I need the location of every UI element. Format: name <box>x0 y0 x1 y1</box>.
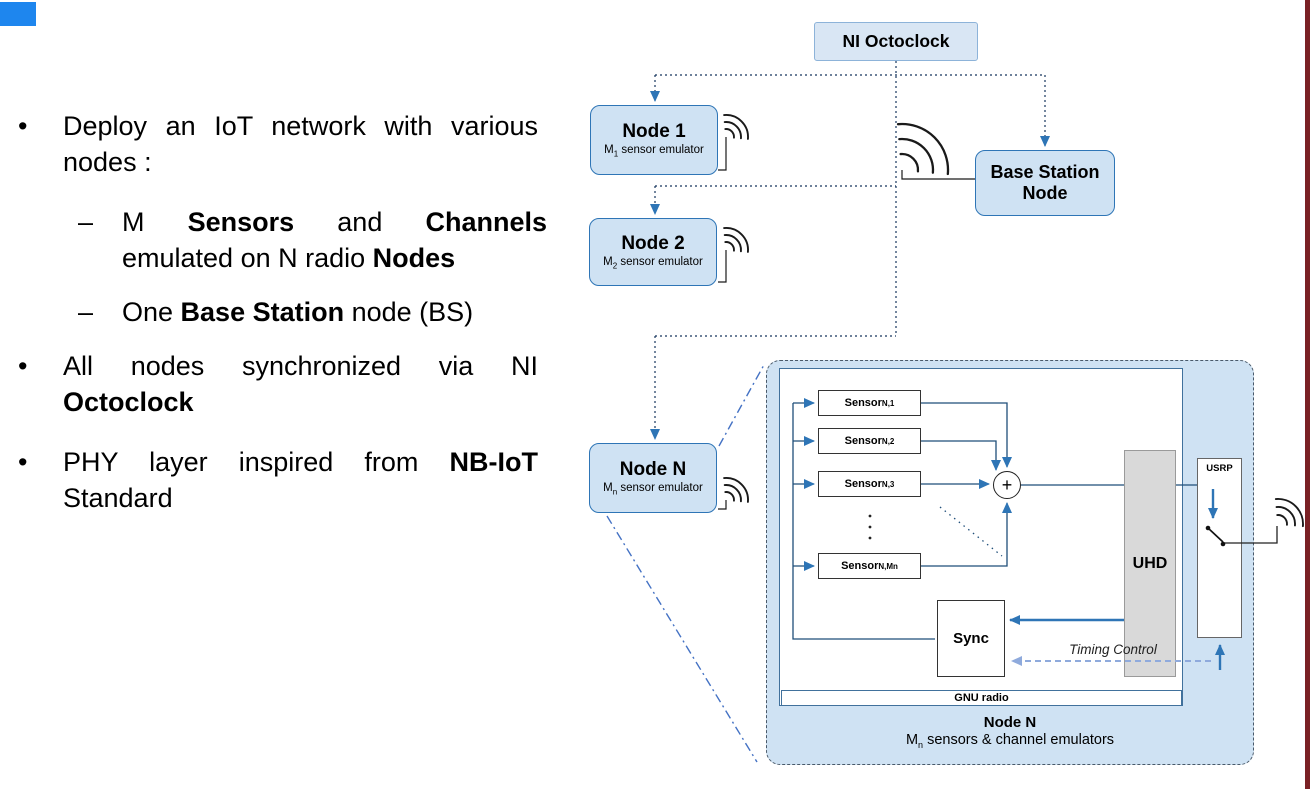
uhd-box: UHD <box>1124 450 1176 677</box>
bullet-marker: • <box>18 351 28 381</box>
text-run: node (BS) <box>344 297 474 327</box>
bullet-text: PHY layer inspired from NB-IoT Standard <box>63 444 538 516</box>
sensor-label: Sensor <box>844 478 882 490</box>
bullet-marker: • <box>18 447 28 477</box>
sensor-label: Sensor <box>841 560 879 572</box>
bullet-item: • All nodes synchronized via NI Octocloc… <box>18 348 563 420</box>
text-run: One <box>122 297 181 327</box>
subscript: N,1 <box>881 398 895 408</box>
nodeN-title: Node N <box>619 459 687 481</box>
detail-caption-subtitle: Mn sensors & channel emulators <box>766 732 1254 750</box>
text-run: Deploy an IoT network with various nodes… <box>63 111 538 177</box>
sync-label: Sync <box>953 630 989 647</box>
plus-icon: + <box>1001 475 1013 495</box>
usrp-box: USRP <box>1197 458 1242 638</box>
slide-edge-strip <box>1305 0 1310 789</box>
subscript: 1 <box>613 149 619 159</box>
base-station-line2: Node <box>1022 183 1068 203</box>
node1-antenna-icon <box>718 114 749 171</box>
timing-control-label: Timing Control <box>1069 642 1157 657</box>
slide-text-block: • Deploy an IoT network with various nod… <box>18 108 563 516</box>
slide-accent-square <box>0 2 36 26</box>
sync-box: Sync <box>937 600 1005 677</box>
base-station-line1: Base Station <box>990 162 1100 182</box>
sensor-label: Sensor <box>844 397 882 409</box>
ni-octoclock-label: NI Octoclock <box>842 31 950 51</box>
text-run: sensors & channel emulators <box>923 732 1115 748</box>
node2-box: Node 2 M2 sensor emulator <box>589 218 717 286</box>
base-station-box: Base Station Node <box>975 150 1115 216</box>
text-run: emulated on N radio <box>122 243 373 273</box>
node1-box: Node 1 M1 sensor emulator <box>590 105 718 175</box>
text-run: sensor emulator <box>617 256 703 269</box>
text-run-bold: Octoclock <box>63 387 194 417</box>
node2-antenna-icon <box>718 227 749 283</box>
text-run: M <box>604 144 614 157</box>
bullet-item: • PHY layer inspired from NB-IoT Standar… <box>18 444 563 516</box>
text-run: M <box>122 207 188 237</box>
text-run: PHY layer inspired from <box>63 447 450 477</box>
text-run: Standard <box>63 483 173 513</box>
bullet-text: All nodes synchronized via NI Octoclock <box>63 348 538 420</box>
bullet-text: One Base Station node (BS) <box>122 294 547 330</box>
ni-octoclock-box: NI Octoclock <box>814 22 978 61</box>
bullet-item: – M Sensors and Channels emulated on N r… <box>18 204 563 276</box>
bullet-marker: • <box>18 111 28 141</box>
node1-title: Node 1 <box>622 121 686 143</box>
gnu-radio-label: GNU radio <box>954 692 1009 704</box>
usrp-antenna-icon <box>1274 498 1304 528</box>
text-run: sensor emulator <box>618 144 704 157</box>
text-run-bold: Sensors <box>187 207 295 237</box>
subscript: 2 <box>612 261 618 271</box>
sensor-label: Sensor <box>844 435 882 447</box>
text-run: M <box>603 482 613 495</box>
subscript: N,3 <box>881 479 895 489</box>
nodeN-box: Node N Mn sensor emulator <box>589 443 717 513</box>
node2-subtitle: M2 sensor emulator <box>603 256 703 270</box>
bullet-item: • Deploy an IoT network with various nod… <box>18 108 563 180</box>
detail-caption-title: Node N <box>983 714 1037 731</box>
usrp-label: USRP <box>1206 463 1233 474</box>
bullet-marker: – <box>78 297 94 327</box>
base-station-antenna-icon <box>896 122 975 180</box>
text-run: and <box>294 207 426 237</box>
subscript: n <box>918 739 924 750</box>
subscript: n <box>612 487 618 497</box>
text-run: All nodes synchronized via NI <box>63 351 538 381</box>
text-run: M <box>603 256 613 269</box>
text-run-bold: Nodes <box>372 243 456 273</box>
bullet-text: M Sensors and Channels emulated on N rad… <box>122 204 547 276</box>
subscript: N,2 <box>881 436 895 446</box>
uhd-label: UHD <box>1132 554 1168 572</box>
text-run: M <box>905 732 919 748</box>
text-run-bold: Base Station <box>180 297 345 327</box>
nodeN-subtitle: Mn sensor emulator <box>603 482 703 496</box>
text-run-bold: Channels <box>425 207 547 237</box>
adder-circle: + <box>993 471 1021 499</box>
subscript: N,Mn <box>878 561 898 571</box>
text-run-bold: NB-IoT <box>449 447 538 477</box>
node2-title: Node 2 <box>621 233 685 255</box>
node1-subtitle: M1 sensor emulator <box>604 144 704 158</box>
bullet-text: Deploy an IoT network with various nodes… <box>63 108 538 180</box>
nodeN-antenna-icon <box>718 477 749 510</box>
bullet-marker: – <box>78 207 94 237</box>
text-run: sensor emulator <box>617 482 703 495</box>
zoom-indicator-lines <box>606 362 766 763</box>
gnu-radio-band: GNU radio <box>781 690 1182 706</box>
bullet-item: – One Base Station node (BS) <box>18 294 563 330</box>
